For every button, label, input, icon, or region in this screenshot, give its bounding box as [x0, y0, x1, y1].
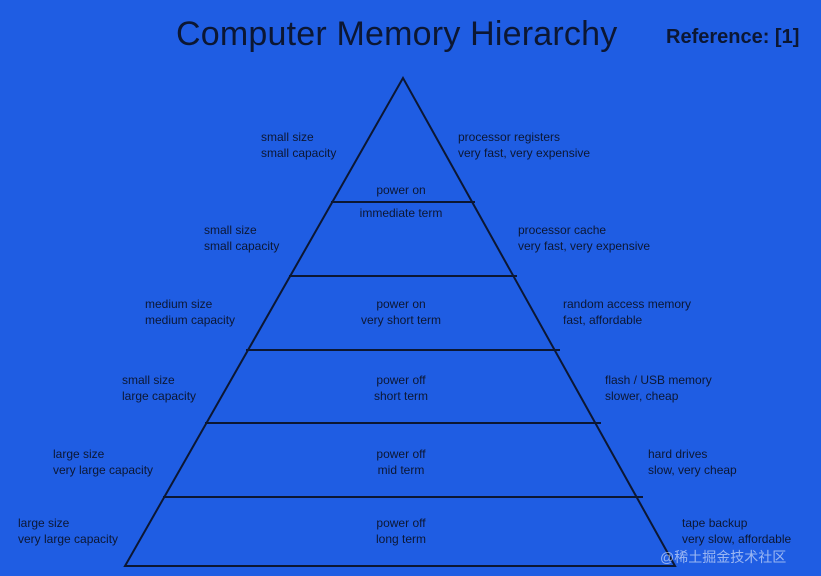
watermark: @稀土掘金技术社区 — [660, 549, 787, 565]
reference-link[interactable]: Reference: [1] — [666, 26, 800, 48]
level-1-term-label: immediate term — [359, 206, 443, 220]
page-title: Computer Memory Hierarchy — [176, 15, 618, 53]
level-1-power-label: power on — [376, 183, 426, 197]
pyramid-outline — [123, 75, 677, 567]
